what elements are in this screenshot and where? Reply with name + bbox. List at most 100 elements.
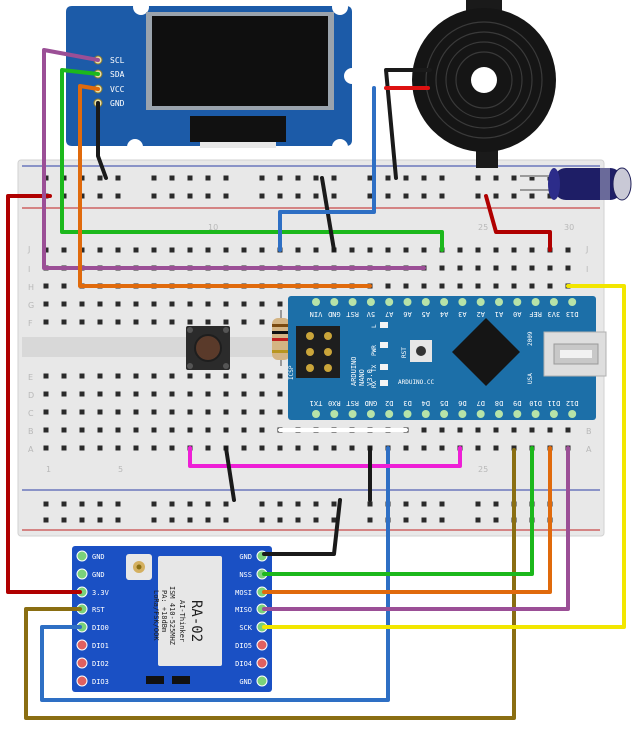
nano-pin[interactable] (421, 298, 430, 306)
breadboard-hole[interactable] (115, 391, 121, 397)
breadboard-hole[interactable] (205, 373, 211, 379)
breadboard-hole[interactable] (43, 283, 49, 289)
nano-pin[interactable] (312, 410, 320, 418)
breadboard-hole[interactable] (205, 319, 211, 325)
nano-pin[interactable] (458, 410, 467, 418)
rail-hole[interactable] (43, 517, 49, 523)
rail-hole[interactable] (511, 175, 517, 181)
breadboard-hole[interactable] (151, 301, 157, 307)
breadboard-hole[interactable] (61, 247, 67, 253)
nano-pin[interactable] (330, 410, 339, 418)
breadboard-hole[interactable] (511, 265, 517, 271)
breadboard-hole[interactable] (205, 391, 211, 397)
nano-pin[interactable] (531, 410, 540, 418)
breadboard-hole[interactable] (367, 247, 373, 253)
breadboard-hole[interactable] (475, 445, 481, 451)
breadboard-hole[interactable] (169, 373, 175, 379)
rail-hole[interactable] (187, 517, 193, 523)
breadboard-hole[interactable] (79, 427, 85, 433)
nano-pin[interactable] (312, 298, 320, 306)
breadboard-hole[interactable] (115, 319, 121, 325)
breadboard-hole[interactable] (565, 265, 571, 271)
rail-hole[interactable] (529, 175, 535, 181)
breadboard-hole[interactable] (259, 391, 265, 397)
breadboard-hole[interactable] (187, 373, 193, 379)
rail-hole[interactable] (151, 175, 157, 181)
breadboard-hole[interactable] (61, 283, 67, 289)
breadboard-hole[interactable] (97, 301, 103, 307)
rail-hole[interactable] (331, 193, 337, 199)
breadboard-hole[interactable] (439, 265, 445, 271)
breadboard-hole[interactable] (223, 427, 229, 433)
breadboard-hole[interactable] (295, 445, 301, 451)
breadboard-hole[interactable] (43, 319, 49, 325)
rail-hole[interactable] (475, 193, 481, 199)
lora-pin[interactable] (256, 675, 268, 687)
breadboard-hole[interactable] (61, 409, 67, 415)
rail-hole[interactable] (403, 193, 409, 199)
lora-pin[interactable] (76, 568, 88, 580)
breadboard-hole[interactable] (385, 247, 391, 253)
nano-pin[interactable] (421, 410, 430, 418)
breadboard-hole[interactable] (223, 319, 229, 325)
rail-hole[interactable] (169, 175, 175, 181)
rail-hole[interactable] (475, 501, 481, 507)
rail-hole[interactable] (439, 517, 445, 523)
breadboard-hole[interactable] (187, 391, 193, 397)
rail-hole[interactable] (187, 193, 193, 199)
breadboard-hole[interactable] (223, 301, 229, 307)
breadboard-hole[interactable] (97, 319, 103, 325)
breadboard-hole[interactable] (79, 409, 85, 415)
breadboard-hole[interactable] (457, 265, 463, 271)
breadboard-hole[interactable] (187, 409, 193, 415)
nano-pin[interactable] (513, 410, 522, 418)
breadboard-hole[interactable] (187, 301, 193, 307)
rail-hole[interactable] (79, 517, 85, 523)
breadboard-hole[interactable] (133, 247, 139, 253)
nano-pin[interactable] (366, 410, 375, 418)
rail-hole[interactable] (277, 175, 283, 181)
rail-hole[interactable] (313, 517, 319, 523)
rail-hole[interactable] (61, 501, 67, 507)
nano-pin[interactable] (366, 298, 375, 306)
nano-pin[interactable] (476, 298, 485, 306)
breadboard-hole[interactable] (43, 301, 49, 307)
nano-pin[interactable] (403, 298, 412, 306)
rail-hole[interactable] (277, 517, 283, 523)
breadboard-hole[interactable] (187, 247, 193, 253)
breadboard-hole[interactable] (133, 427, 139, 433)
breadboard-hole[interactable] (223, 409, 229, 415)
breadboard-hole[interactable] (259, 445, 265, 451)
rail-hole[interactable] (511, 193, 517, 199)
rail-hole[interactable] (439, 193, 445, 199)
breadboard-hole[interactable] (529, 283, 535, 289)
breadboard-hole[interactable] (241, 247, 247, 253)
breadboard-hole[interactable] (241, 409, 247, 415)
rail-hole[interactable] (331, 175, 337, 181)
breadboard-hole[interactable] (169, 427, 175, 433)
nano-pin[interactable] (568, 298, 577, 306)
rail-hole[interactable] (421, 193, 427, 199)
rail-hole[interactable] (259, 517, 265, 523)
breadboard-hole[interactable] (61, 301, 67, 307)
breadboard-hole[interactable] (97, 391, 103, 397)
breadboard-hole[interactable] (277, 301, 283, 307)
breadboard-hole[interactable] (529, 265, 535, 271)
breadboard-hole[interactable] (529, 427, 535, 433)
breadboard-hole[interactable] (115, 247, 121, 253)
rail-hole[interactable] (115, 501, 121, 507)
breadboard-hole[interactable] (511, 427, 517, 433)
rail-hole[interactable] (97, 193, 103, 199)
breadboard-hole[interactable] (241, 319, 247, 325)
rail-hole[interactable] (97, 501, 103, 507)
breadboard-hole[interactable] (79, 445, 85, 451)
breadboard-hole[interactable] (493, 283, 499, 289)
rail-hole[interactable] (223, 175, 229, 181)
breadboard-hole[interactable] (43, 445, 49, 451)
lora-pin[interactable] (76, 675, 88, 687)
breadboard-hole[interactable] (61, 445, 67, 451)
rail-hole[interactable] (367, 193, 373, 199)
breadboard-hole[interactable] (241, 445, 247, 451)
breadboard-hole[interactable] (43, 391, 49, 397)
breadboard-hole[interactable] (97, 445, 103, 451)
